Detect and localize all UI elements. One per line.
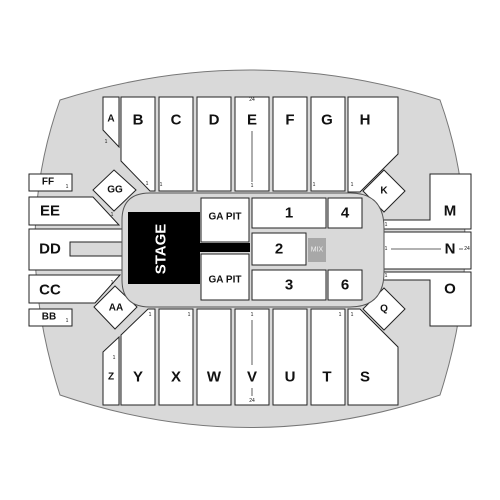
section-z[interactable] (102, 335, 120, 406)
svg-text:1: 1 (66, 184, 69, 190)
svg-text:1: 1 (339, 312, 342, 318)
section-f-label: F (285, 112, 294, 129)
floor-section-2-label: 2 (275, 241, 283, 258)
section-u[interactable] (272, 308, 308, 406)
svg-text:1: 1 (351, 182, 354, 188)
section-gg[interactable] (92, 169, 137, 212)
svg-text:1: 1 (385, 246, 388, 252)
floor-section-4-label: 4 (341, 205, 350, 222)
section-n-label: N (445, 241, 456, 258)
svg-text:1: 1 (351, 312, 354, 318)
floor-section-1-label: 1 (285, 205, 293, 222)
section-y-label: Y (133, 369, 143, 386)
svg-text:1: 1 (111, 280, 114, 286)
svg-text:1: 1 (105, 139, 108, 145)
section-h[interactable] (347, 96, 399, 193)
svg-text:24: 24 (249, 97, 255, 103)
section-t[interactable] (310, 308, 346, 406)
svg-text:1: 1 (160, 182, 163, 188)
section-x-label: X (171, 369, 181, 386)
section-k-label: K (380, 186, 388, 197)
section-ff-label: FF (42, 177, 54, 188)
mix-booth (308, 238, 326, 262)
section-a-label: A (107, 114, 114, 125)
section-q-label: Q (380, 304, 388, 315)
floor-section-2[interactable] (251, 232, 307, 266)
svg-text:1: 1 (251, 183, 254, 189)
section-m-label: M (444, 203, 457, 220)
section-o-label: O (444, 281, 456, 298)
section-g[interactable] (310, 96, 346, 192)
svg-text:1: 1 (111, 212, 114, 218)
section-dd-label: DD (39, 241, 61, 258)
section-e-label: E (247, 112, 257, 129)
section-c-label: C (171, 112, 182, 129)
section-z-label: Z (108, 372, 114, 383)
ga-pit-left-top-label: GA PIT (209, 212, 242, 223)
ga-pit-left-bottom-label: GA PIT (209, 275, 242, 286)
svg-text:1: 1 (146, 181, 149, 187)
svg-text:1: 1 (188, 312, 191, 318)
section-ff[interactable] (28, 173, 73, 192)
section-ee[interactable] (28, 196, 121, 226)
floor-section-1[interactable] (251, 197, 327, 229)
svg-text:1: 1 (113, 355, 116, 361)
svg-text:1: 1 (66, 318, 69, 324)
svg-text:1: 1 (385, 222, 388, 228)
ga-pit-left-bottom[interactable] (200, 253, 250, 301)
mix-label: MIX (311, 247, 324, 254)
stage (128, 212, 200, 284)
section-a[interactable] (102, 96, 120, 149)
section-g-label: G (321, 112, 333, 129)
section-b-label: B (133, 112, 144, 129)
section-u-label: U (285, 369, 296, 386)
svg-text:1: 1 (313, 182, 316, 188)
stage-label: STAGE (153, 224, 170, 275)
section-n[interactable] (381, 231, 472, 270)
section-bb[interactable] (28, 308, 73, 327)
section-bb-label: BB (42, 312, 56, 323)
floor-section-4[interactable] (327, 197, 363, 229)
section-aa-label: AA (109, 303, 123, 314)
section-d-label: D (209, 112, 220, 129)
ga-pit-left-top[interactable] (200, 197, 250, 243)
floor-section-6[interactable] (327, 269, 363, 301)
section-b[interactable] (120, 96, 156, 192)
svg-text:1: 1 (385, 273, 388, 279)
section-d[interactable] (196, 96, 232, 192)
floor-section-3-label: 3 (285, 277, 293, 294)
section-ee-label: EE (40, 203, 60, 220)
section-f[interactable] (272, 96, 308, 192)
svg-text:24: 24 (249, 398, 255, 404)
section-s[interactable] (347, 308, 399, 406)
svg-text:1: 1 (149, 312, 152, 318)
floor-section-6-label: 6 (341, 277, 349, 294)
floor-section-3[interactable] (251, 269, 327, 301)
stage-runway (200, 243, 250, 252)
svg-text:24: 24 (464, 246, 470, 252)
section-c[interactable] (158, 96, 194, 192)
section-cc-label: CC (39, 282, 61, 299)
section-y[interactable] (120, 308, 156, 406)
svg-text:1: 1 (251, 312, 254, 318)
section-h-label: H (360, 112, 371, 129)
section-w[interactable] (196, 308, 232, 406)
section-v-label: V (247, 369, 257, 386)
section-x[interactable] (158, 308, 194, 406)
section-t-label: T (322, 369, 331, 386)
section-s-label: S (360, 369, 370, 386)
section-w-label: W (207, 369, 222, 386)
section-cc[interactable] (28, 274, 122, 304)
section-gg-label: GG (107, 185, 123, 196)
